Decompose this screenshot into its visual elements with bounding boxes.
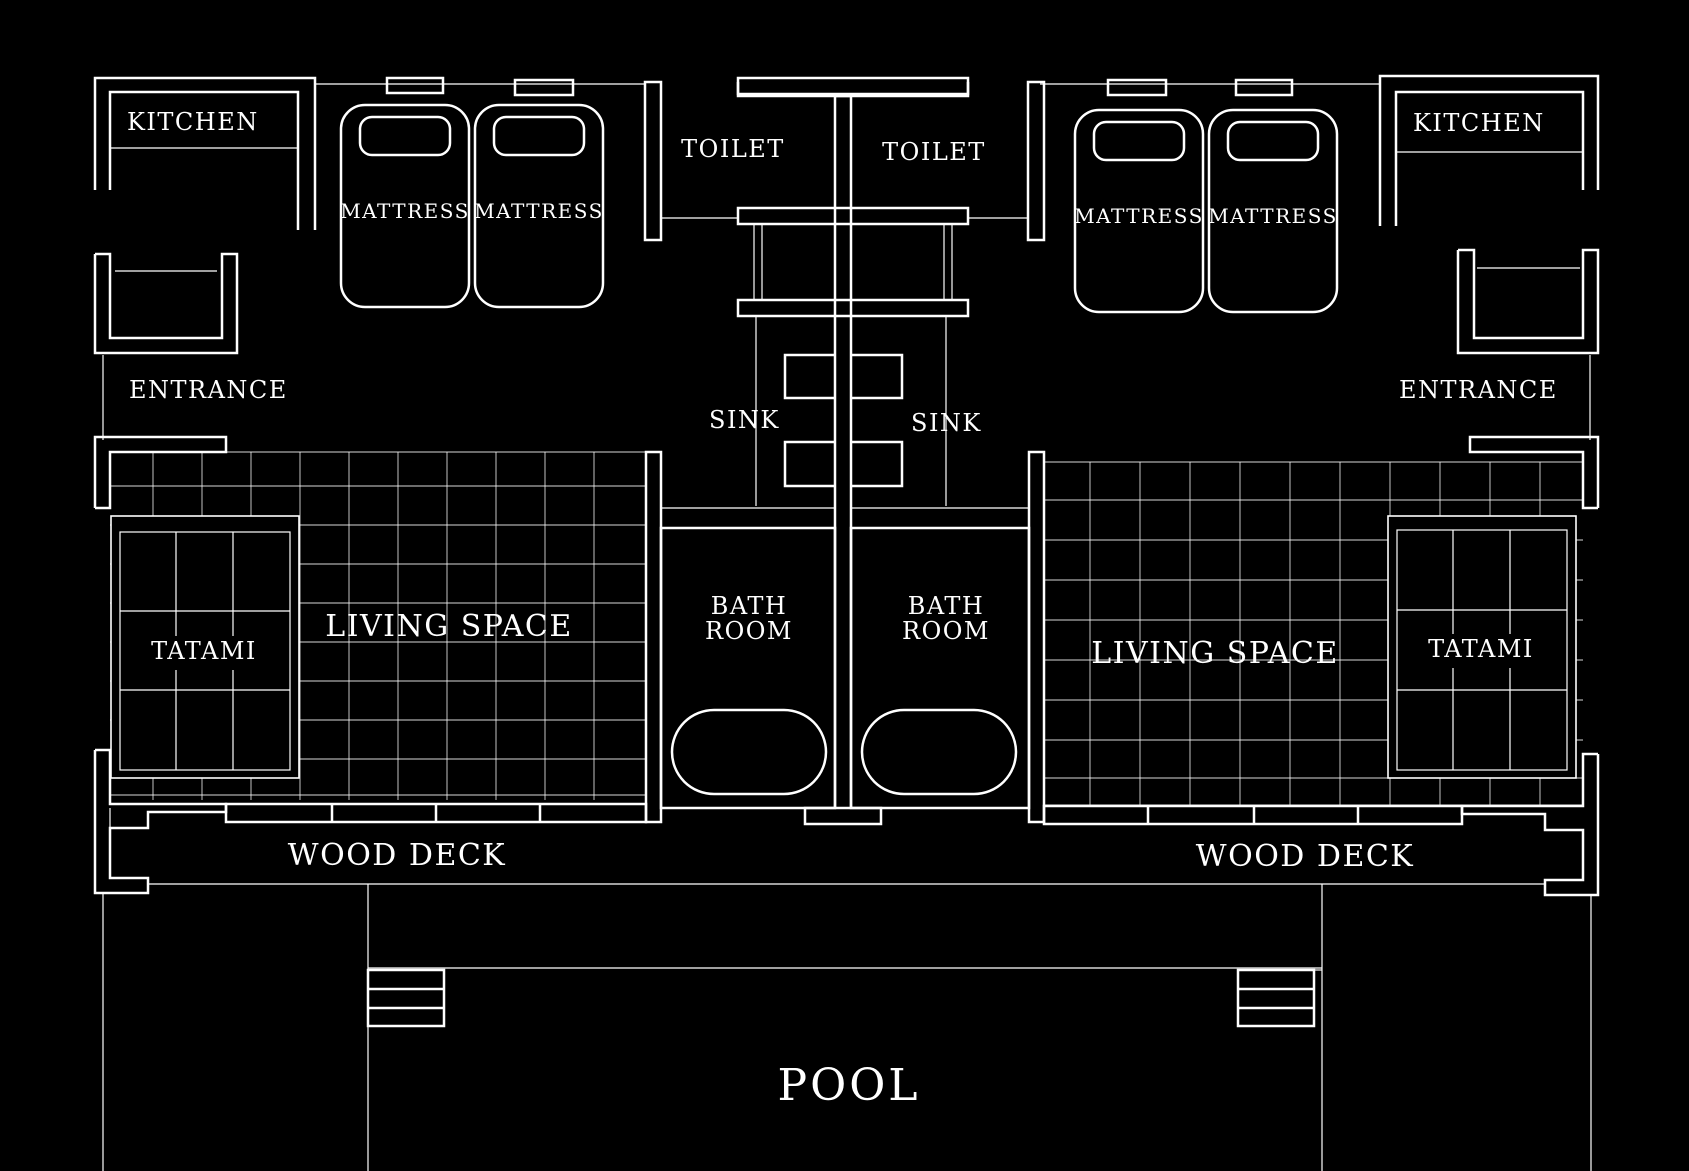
kitchen-counters <box>93 248 1600 355</box>
bathroom-right-label-line2: ROOM <box>902 617 990 645</box>
mattress-label: MATTRESS <box>1208 204 1338 228</box>
wood-deck <box>93 748 1600 897</box>
outer-walls <box>93 74 1600 440</box>
room-labels: KITCHEN KITCHEN MATTRESS MATTRESS MATTRE… <box>127 108 1558 1111</box>
kitchen-left-label: KITCHEN <box>127 108 259 136</box>
tatami-left-label: TATAMI <box>151 637 257 665</box>
tatami-label-backdrop <box>1420 634 1540 668</box>
toilet-core <box>643 80 1046 510</box>
entrance-left-label: ENTRANCE <box>129 376 288 404</box>
mattress-label: MATTRESS <box>1074 204 1204 228</box>
tatami-label-backdrop <box>143 636 263 670</box>
sink-left-label: SINK <box>709 406 780 434</box>
pool-label: POOL <box>778 1060 921 1111</box>
bathroom-left-label-line2: ROOM <box>705 617 793 645</box>
toilet-right-label: TOILET <box>882 138 986 166</box>
kitchen-right-label: KITCHEN <box>1413 109 1545 137</box>
sinks <box>755 316 947 506</box>
wood-deck-left-label: WOOD DECK <box>288 838 506 873</box>
mattresses <box>339 103 1339 314</box>
bathrooms <box>659 510 1031 826</box>
bathroom-left-label-line1: BATH <box>711 592 788 620</box>
mattress-label: MATTRESS <box>340 199 470 223</box>
wood-deck-right-label: WOOD DECK <box>1196 839 1414 874</box>
window-markers <box>385 76 1294 97</box>
pool-area <box>102 884 1592 1171</box>
entrance-walls <box>93 435 1600 510</box>
living-space-left-label: LIVING SPACE <box>325 609 573 644</box>
sink-right-label: SINK <box>911 409 982 437</box>
mattress-label: MATTRESS <box>474 199 604 223</box>
entrance-right-label: ENTRANCE <box>1399 376 1558 404</box>
living-space-right-label: LIVING SPACE <box>1091 636 1339 671</box>
toilet-left-label: TOILET <box>681 135 785 163</box>
bathroom-right-label-line1: BATH <box>908 592 985 620</box>
tatami-right-label: TATAMI <box>1428 635 1534 663</box>
